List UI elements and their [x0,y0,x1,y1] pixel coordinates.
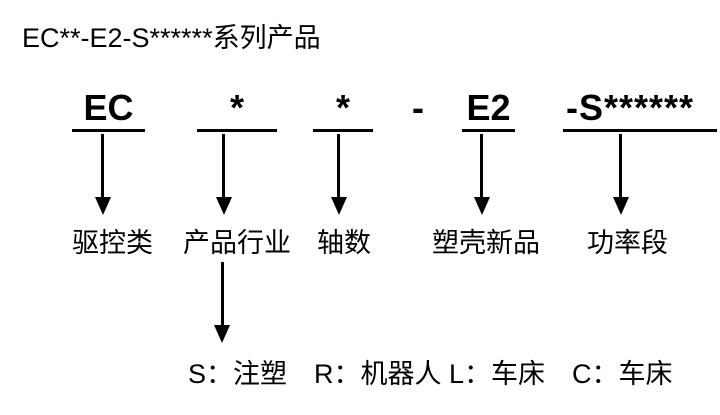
underline-ec [72,129,145,132]
field-label-drive-class: 驱控类 [72,228,153,258]
field-label-industry: 产品行业 [183,228,291,258]
field-label-power: 功率段 [587,228,668,258]
down-arrow-drive-class [101,134,104,198]
code-segment-dash: - [412,87,424,128]
down-arrow-molded-case [480,134,483,198]
down-arrow-industry-legend [221,262,224,326]
underline-industry-star [197,129,277,132]
down-arrow-head [474,197,490,215]
down-arrow-head [95,197,111,215]
code-segment-e2: E2 [466,87,511,128]
underline-e2 [462,129,515,132]
underline-axes-star [313,129,373,132]
field-label-molded-case: 塑壳新品 [432,228,540,258]
down-arrow-head [613,197,629,215]
code-segment-industry-star: * [229,87,244,128]
down-arrow-head [214,325,230,343]
down-arrow-power [619,134,622,198]
down-arrow-axes [337,134,340,198]
industry-legend: S：注塑 R：机器人 L：车床 C：车床 [188,359,673,389]
code-segment-axes-star: * [335,87,350,128]
code-segment-power: -S****** [565,87,695,128]
down-arrow-industry [222,134,225,198]
underline-power [563,129,717,132]
down-arrow-head [331,197,347,215]
down-arrow-head [216,197,232,215]
field-label-axes: 轴数 [317,228,371,258]
code-segment-ec: EC [83,87,134,128]
series-title: EC**-E2-S******系列产品 [22,23,321,53]
